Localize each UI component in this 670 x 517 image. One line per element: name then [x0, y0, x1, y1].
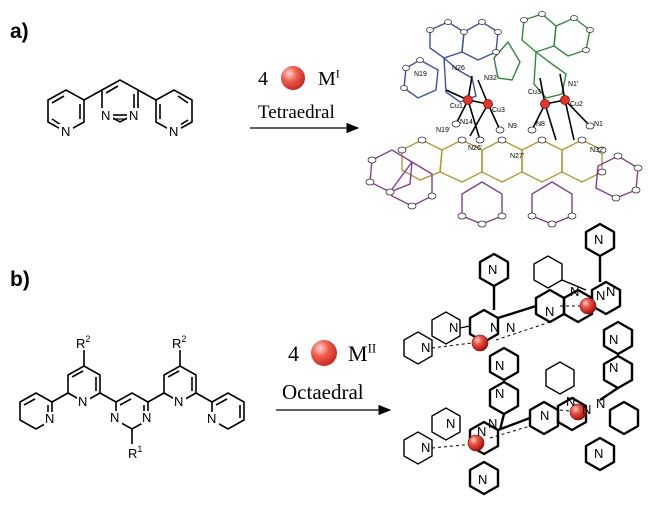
svg-text:N: N — [421, 340, 430, 355]
svg-text:N32: N32 — [484, 75, 497, 82]
svg-text:N19': N19' — [436, 127, 450, 134]
panel-a-geometry: Tetraedral — [258, 102, 335, 123]
svg-text:N: N — [477, 424, 486, 439]
svg-text:R2: R2 — [172, 334, 186, 351]
metal-symbol: M — [318, 68, 336, 90]
svg-text:N: N — [495, 358, 504, 373]
grid-complex: N N N N N N N N N N N N N N N N N N N N — [403, 222, 640, 496]
svg-text:Cu2: Cu2 — [570, 101, 583, 108]
panel-b-reagent: 4 MII — [288, 340, 376, 367]
svg-text:N1': N1' — [568, 81, 578, 88]
svg-text:N: N — [488, 262, 497, 277]
svg-text:N: N — [169, 124, 178, 139]
svg-text:N8: N8 — [536, 121, 545, 128]
panel-b-ligand-labels: N N N N N N R2 R2 R1 — [44, 334, 219, 461]
panel-b-geometry: Octaedral — [282, 380, 364, 404]
svg-text:N26': N26' — [468, 145, 482, 152]
metal-sphere-icon — [310, 340, 337, 366]
crystal-structure: N19 N26 N32 Cu1 Cu3 N14 N19' N26' N9 N27… — [365, 11, 643, 228]
svg-text:N: N — [61, 124, 70, 139]
reagent-count: 4 — [258, 68, 268, 90]
svg-text:N9: N9 — [508, 123, 517, 130]
svg-text:N: N — [545, 304, 554, 319]
svg-text:N: N — [478, 472, 487, 487]
svg-text:N: N — [606, 284, 615, 299]
svg-text:N: N — [45, 411, 54, 426]
svg-text:N14: N14 — [460, 119, 473, 126]
svg-text:N32': N32' — [590, 147, 604, 154]
svg-text:N: N — [446, 416, 455, 431]
svg-text:N: N — [495, 386, 504, 401]
svg-text:R2: R2 — [76, 334, 90, 351]
svg-text:N: N — [540, 408, 549, 423]
panel-a-ligand-atoms: N N N N — [59, 108, 181, 139]
svg-text:Cu3': Cu3' — [528, 89, 542, 96]
svg-text:N: N — [609, 332, 618, 347]
svg-text:N: N — [142, 410, 151, 425]
svg-text:N: N — [566, 394, 575, 409]
svg-text:N26: N26 — [452, 65, 465, 72]
svg-text:N19: N19 — [414, 71, 427, 78]
svg-text:N: N — [207, 411, 216, 426]
reagent-count: 4 — [288, 341, 299, 366]
panel-b-label: b) — [10, 268, 30, 291]
svg-text:N: N — [609, 360, 618, 375]
panel-a-label: a) — [10, 20, 29, 43]
svg-text:N: N — [582, 402, 591, 417]
svg-text:N: N — [594, 232, 603, 247]
metal-sphere-icon — [281, 66, 305, 90]
panel-b-ligand — [19, 350, 245, 444]
svg-text:N: N — [78, 394, 87, 409]
svg-text:Cu1: Cu1 — [450, 103, 463, 110]
svg-text:N: N — [596, 288, 605, 303]
svg-text:N: N — [101, 108, 110, 123]
svg-text:N: N — [174, 394, 183, 409]
svg-text:N27': N27' — [510, 153, 524, 160]
svg-text:N: N — [421, 440, 430, 455]
svg-text:N: N — [594, 446, 603, 461]
svg-text:N: N — [488, 416, 497, 431]
svg-text:R1: R1 — [128, 444, 142, 461]
svg-text:N1: N1 — [594, 121, 603, 128]
svg-text:N: N — [129, 108, 138, 123]
svg-text:N: N — [490, 320, 499, 335]
panel-a-reagent: 4 MI — [258, 66, 340, 91]
metal-oxidation: II — [367, 340, 377, 356]
metal-symbol: M — [348, 341, 368, 366]
svg-text:Cu3: Cu3 — [492, 107, 505, 114]
metal-oxidation: I — [335, 66, 340, 81]
svg-text:N: N — [110, 410, 119, 425]
svg-text:N: N — [570, 284, 579, 299]
svg-text:N: N — [449, 320, 458, 335]
svg-text:N: N — [506, 320, 515, 335]
svg-text:N: N — [596, 396, 605, 411]
